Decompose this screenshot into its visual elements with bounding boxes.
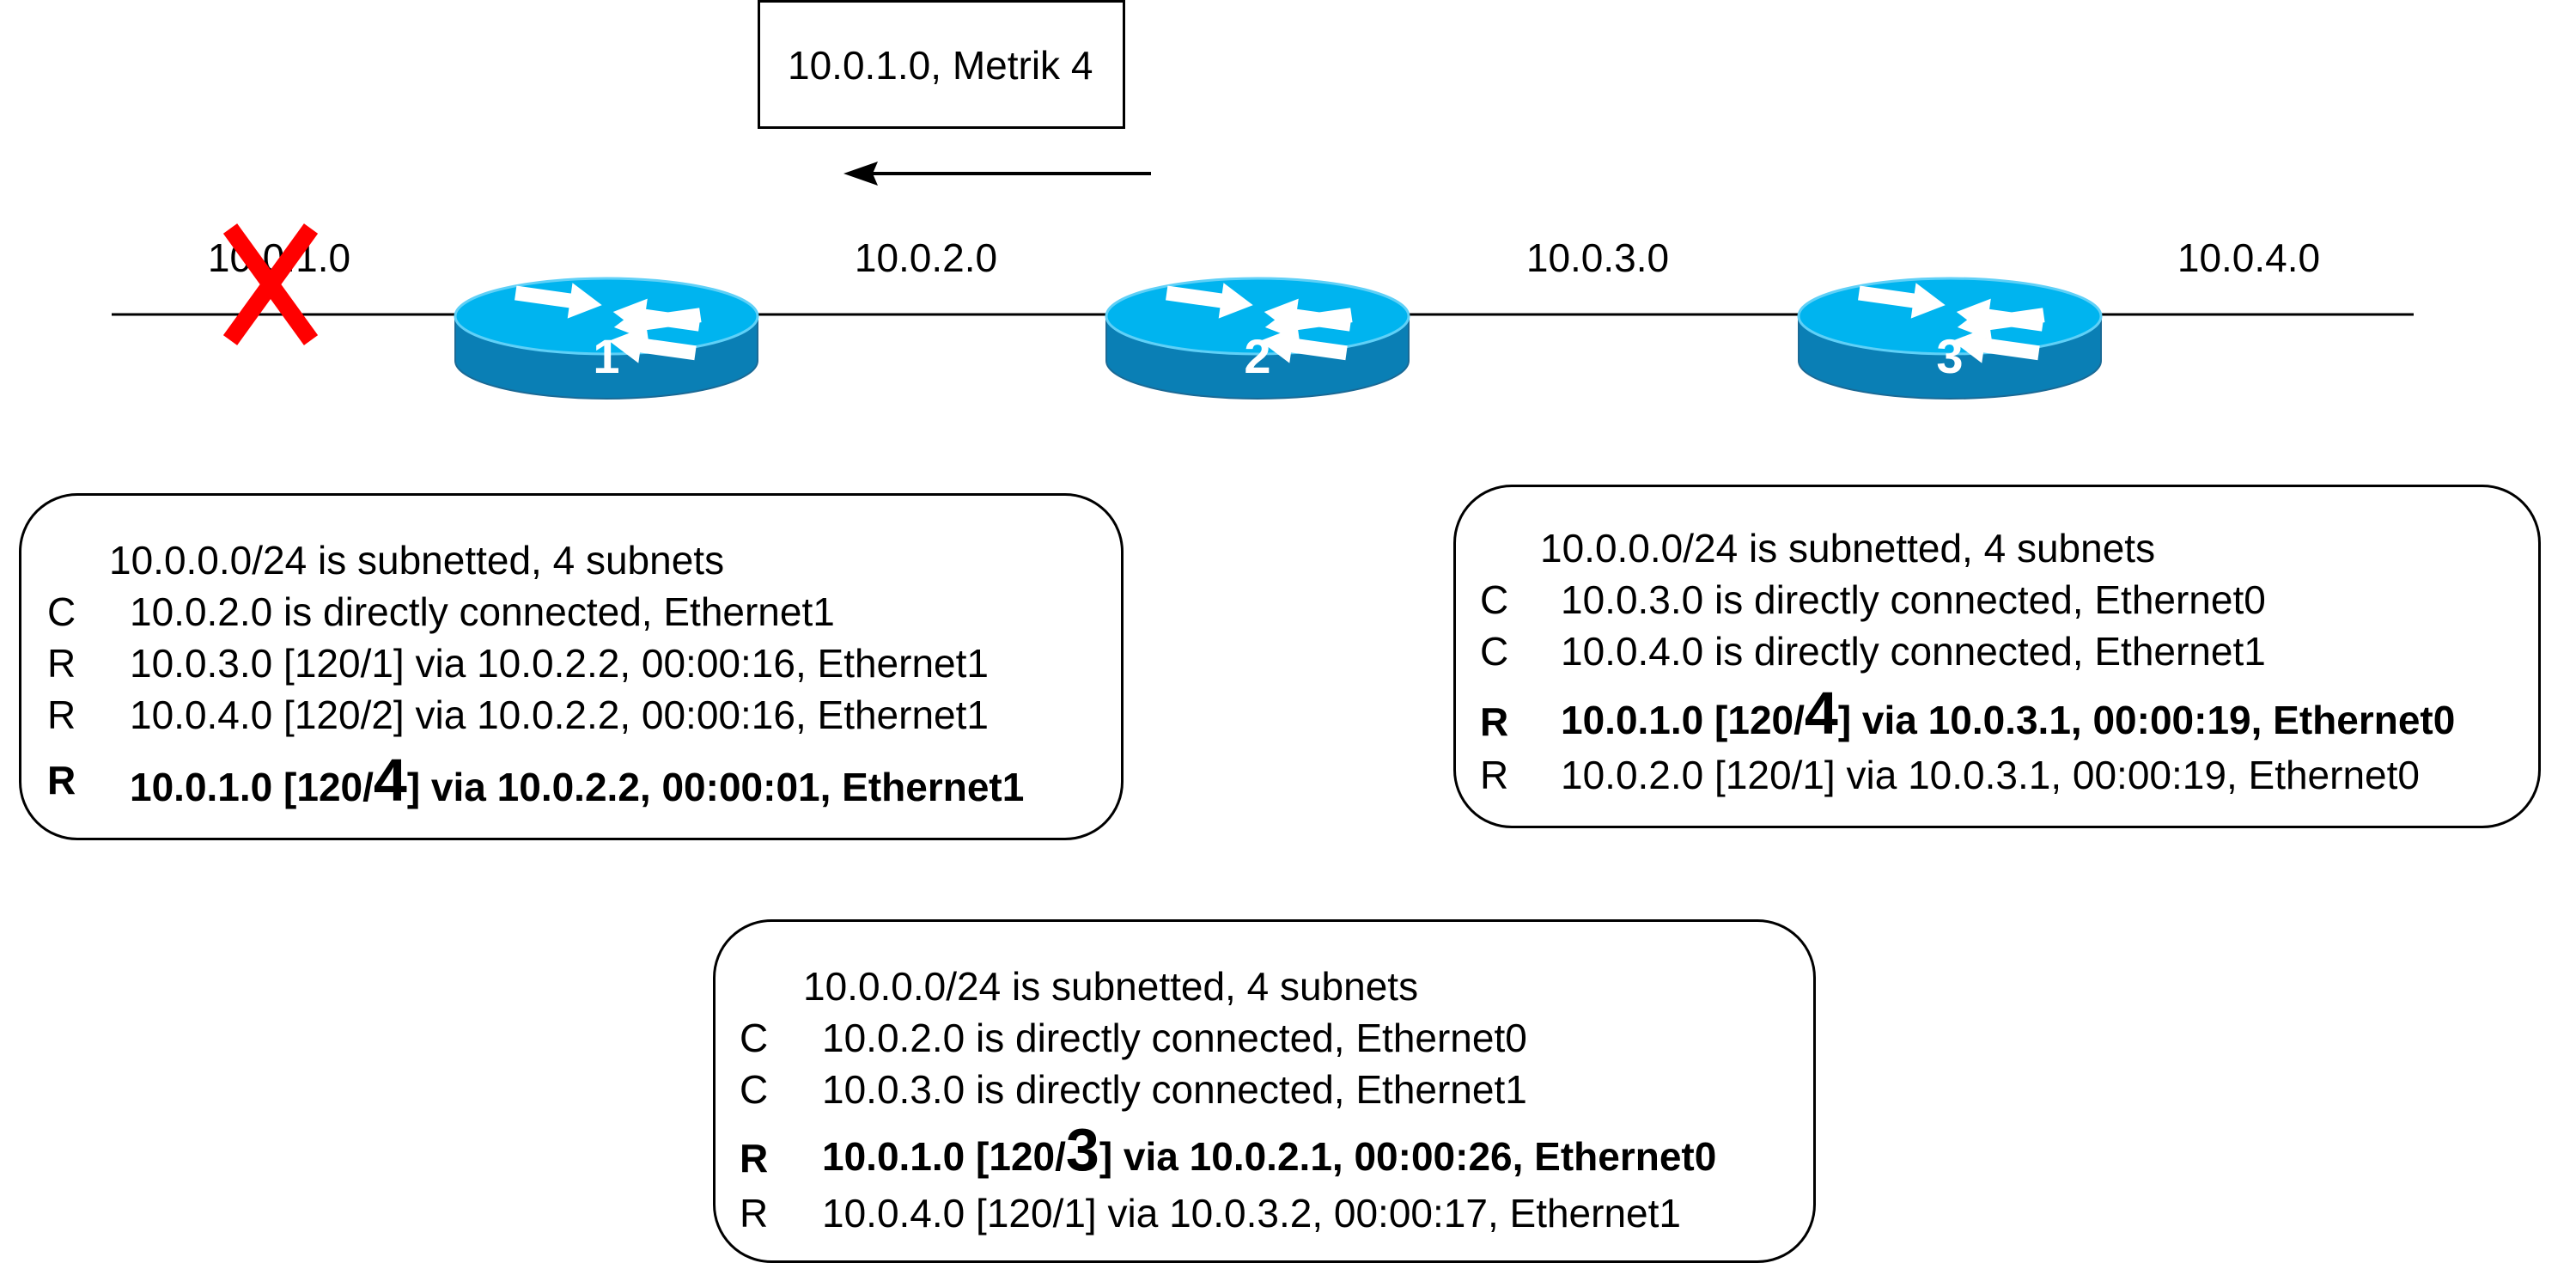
route-text: 10.0.1.0 [120/4] via 10.0.3.1, 00:00:19,… [1561, 683, 2455, 743]
route-code: R [740, 1191, 769, 1236]
routing-table-header: 10.0.0.0/24 is subnetted, 4 subnets [109, 538, 725, 583]
update-arrow-head [843, 162, 878, 186]
router-3[interactable] [1797, 276, 2103, 400]
route-text: 10.0.4.0 is directly connected, Ethernet… [1561, 629, 2266, 674]
update-message-box: 10.0.1.0, Metrik 4 [758, 0, 1125, 129]
router-2-label: 2 [1244, 329, 1270, 383]
route-text: 10.0.2.0 is directly connected, Ethernet… [130, 589, 835, 634]
route-text: 10.0.1.0 [120/3] via 10.0.2.1, 00:00:26,… [822, 1120, 1716, 1180]
route-code: C [1480, 629, 1509, 674]
routing-table-router-3: 10.0.0.0/24 is subnetted, 4 subnets C 10… [1453, 485, 2541, 828]
network-label-10-0-3-0: 10.0.3.0 [1526, 235, 1669, 280]
route-text-pre: 10.0.1.0 [120/ [1561, 698, 1805, 742]
route-code: R [740, 1136, 769, 1181]
route-metric: 3 [1065, 1116, 1099, 1183]
route-metric: 4 [1804, 680, 1838, 747]
route-code: R [47, 641, 76, 686]
router-arrows-icon [1166, 283, 1353, 363]
route-text: 10.0.4.0 [120/2] via 10.0.2.2, 00:00:16,… [130, 693, 989, 737]
route-text: 10.0.3.0 is directly connected, Ethernet… [822, 1067, 1527, 1112]
router-2[interactable] [1105, 276, 1410, 400]
route-code: R [1480, 753, 1509, 797]
route-text: 10.0.2.0 is directly connected, Ethernet… [822, 1016, 1527, 1060]
route-code: R [47, 693, 76, 737]
route-text: 10.0.2.0 [120/1] via 10.0.3.1, 00:00:19,… [1561, 753, 2420, 797]
route-code: R [47, 758, 76, 802]
route-text: 10.0.1.0 [120/4] via 10.0.2.2, 00:00:01,… [130, 750, 1024, 810]
network-label-10-0-2-0: 10.0.2.0 [855, 235, 997, 280]
routing-table-header: 10.0.0.0/24 is subnetted, 4 subnets [803, 964, 1419, 1009]
route-code: C [47, 589, 76, 634]
route-code: C [740, 1016, 769, 1060]
route-text-post: ] via 10.0.3.1, 00:00:19, Ethernet0 [1837, 698, 2456, 742]
router-arrows-icon [515, 283, 702, 363]
router-arrows-icon [1858, 283, 2045, 363]
route-text-post: ] via 10.0.2.1, 00:00:26, Ethernet0 [1099, 1134, 1717, 1179]
routing-table-router-2: 10.0.0.0/24 is subnetted, 4 subnets C 10… [713, 919, 1816, 1263]
route-text-pre: 10.0.1.0 [120/ [822, 1134, 1066, 1179]
route-code: C [1480, 577, 1509, 622]
route-text: 10.0.4.0 [120/1] via 10.0.3.2, 00:00:17,… [822, 1191, 1681, 1236]
network-label-10-0-4-0: 10.0.4.0 [2177, 235, 2320, 280]
update-message-text: 10.0.1.0, Metrik 4 [788, 43, 1093, 88]
route-text: 10.0.3.0 is directly connected, Ethernet… [1561, 577, 2266, 622]
route-text-post: ] via 10.0.2.2, 00:00:01, Ethernet1 [406, 765, 1025, 809]
router-1[interactable] [454, 276, 759, 400]
routing-table-header: 10.0.0.0/24 is subnetted, 4 subnets [1540, 526, 2156, 570]
route-metric: 4 [373, 747, 407, 814]
route-text: 10.0.3.0 [120/1] via 10.0.2.2, 00:00:16,… [130, 641, 989, 686]
route-code: C [740, 1067, 769, 1112]
routing-table-router-1: 10.0.0.0/24 is subnetted, 4 subnets C 10… [19, 493, 1124, 840]
route-code: R [1480, 699, 1509, 744]
route-text-pre: 10.0.1.0 [120/ [130, 765, 374, 809]
router-1-label: 1 [593, 329, 619, 383]
router-3-label: 3 [1936, 329, 1963, 383]
link-failure-x-icon [222, 223, 319, 345]
